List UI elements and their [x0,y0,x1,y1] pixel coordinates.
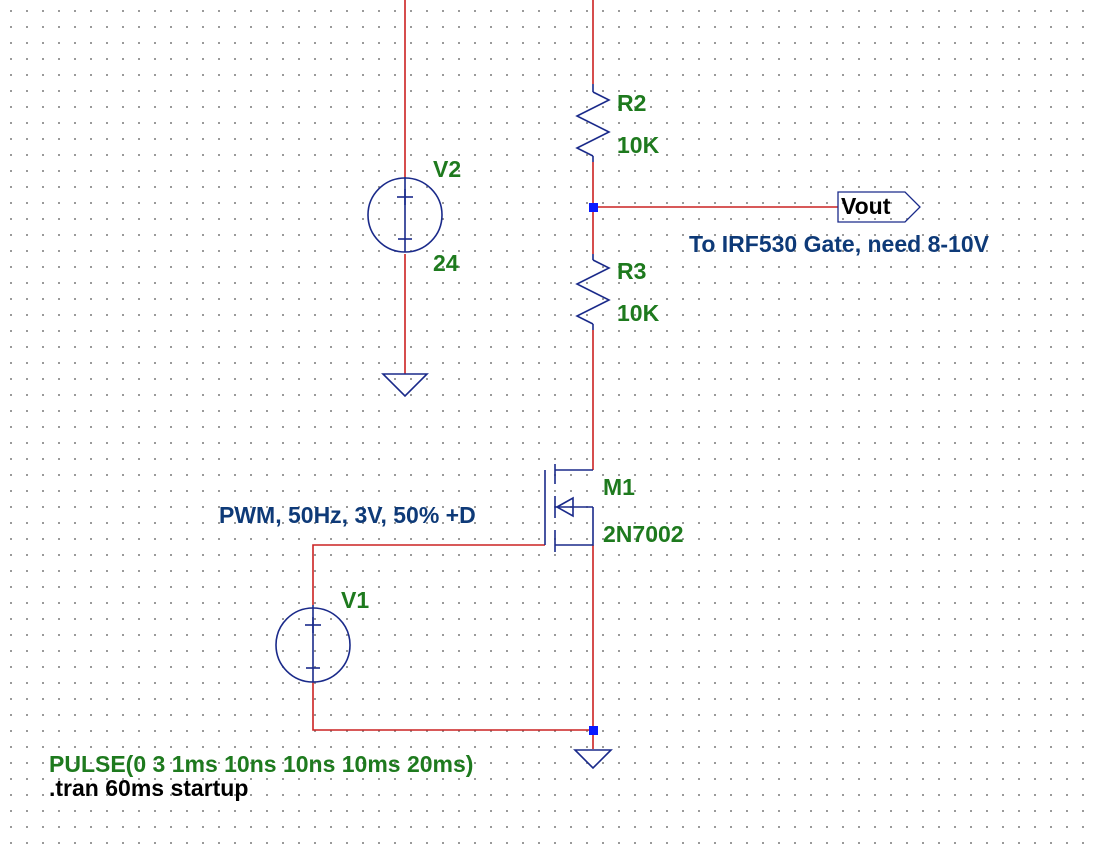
bottom-text-block: PULSE(0 3 1ms 10ns 10ns 10ms 20ms) .tran… [49,752,473,800]
v2-value-label[interactable]: 24 [433,250,459,276]
junction-node-vout [589,203,598,212]
r2-value-label[interactable]: 10K [617,132,660,158]
vout-label[interactable]: Vout [841,193,891,219]
v1-name-label[interactable]: V1 [341,587,370,613]
r3-name-label[interactable]: R3 [617,258,647,284]
ground-symbol-m1 [573,749,613,770]
v1-voltage-source[interactable] [275,605,351,683]
v1-value-label[interactable]: PULSE(0 3 1ms 10ns 10ns 10ms 20ms) [49,751,474,777]
r2-name-label[interactable]: R2 [617,90,647,116]
ground-symbol-v2 [381,373,429,398]
spice-directive[interactable]: .tran 60ms startup [49,775,249,802]
v2-name-label[interactable]: V2 [433,156,462,182]
wire-gate-to-v1[interactable] [312,544,545,605]
m1-name-label[interactable]: M1 [603,474,635,500]
r3-value-label[interactable]: 10K [617,300,660,326]
r3-resistor[interactable] [575,254,611,330]
wire-v1-to-ground[interactable] [312,682,593,731]
m1-value-label[interactable]: 2N7002 [603,521,684,547]
r2-resistor[interactable] [575,84,611,162]
m1-nmos-transistor[interactable] [544,464,594,552]
gate-note-comment[interactable]: To IRF530 Gate, need 8-10V [689,231,989,257]
vout-net-flag[interactable] [837,191,921,223]
pwm-note-comment[interactable]: PWM, 50Hz, 3V, 50% +D [219,502,476,528]
v2-voltage-source[interactable] [367,177,443,253]
junction-node-ground [589,726,598,735]
